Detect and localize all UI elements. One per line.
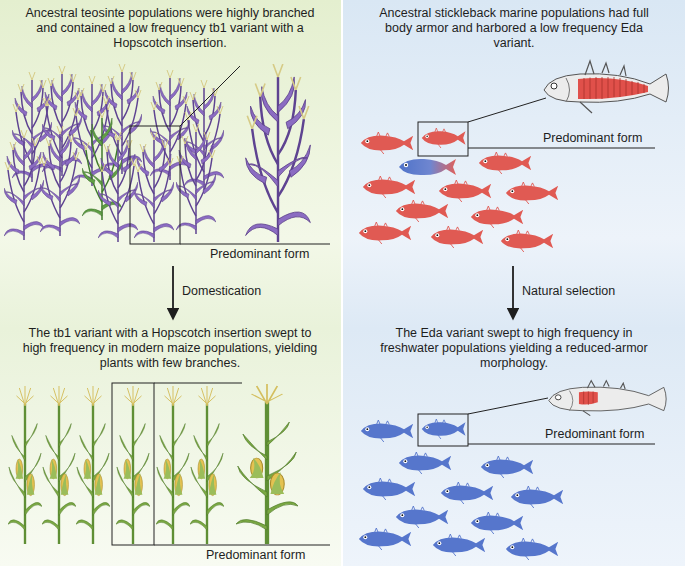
caption-text: The tb1 variant with a Hopscotch inserti… xyxy=(22,326,318,371)
maize-plant xyxy=(156,386,190,544)
teosinte-magnified xyxy=(246,64,311,242)
maize-magnified xyxy=(236,384,298,544)
fish xyxy=(441,482,493,504)
teosinte-plant xyxy=(98,132,138,242)
fish xyxy=(363,478,415,500)
zoom-box xyxy=(130,126,180,244)
fish xyxy=(396,200,448,222)
figure-label: Domestication xyxy=(182,284,261,299)
freshwater-fish xyxy=(359,419,563,560)
stickleback-full-armor xyxy=(544,61,669,113)
fish xyxy=(506,182,558,204)
fish xyxy=(439,180,491,202)
fish xyxy=(481,456,533,478)
process-arrow xyxy=(172,266,174,318)
fish xyxy=(471,512,523,534)
caption-text: The Eda variant swept to high frequency … xyxy=(365,326,663,371)
teosinte-plants xyxy=(4,64,224,242)
fish xyxy=(422,419,466,439)
fish xyxy=(399,452,451,474)
maize-plant xyxy=(190,386,224,544)
teosinte-plant xyxy=(134,132,174,242)
fish xyxy=(359,528,411,550)
caption-text: Ancestral teosinte populations were high… xyxy=(22,6,318,51)
maize-plants xyxy=(8,386,224,544)
zoom-box xyxy=(418,414,468,446)
fish xyxy=(363,176,415,198)
teosinte-plant xyxy=(4,130,44,240)
zoom-line xyxy=(468,98,655,148)
caption-text: Ancestral stickleback marine populations… xyxy=(373,6,655,51)
figure-label: Predominant form xyxy=(545,427,644,442)
teosinte-plant xyxy=(40,126,80,236)
fish xyxy=(361,132,413,154)
fish xyxy=(471,206,523,228)
maize-plant xyxy=(76,386,110,544)
fish xyxy=(479,152,531,174)
fish xyxy=(361,420,413,442)
teosinte-plant xyxy=(150,70,190,180)
figure-label: Predominant form xyxy=(210,247,309,262)
maize-plant xyxy=(42,386,76,544)
fish xyxy=(422,128,466,148)
figure-label: Predominant form xyxy=(206,548,305,563)
fish xyxy=(396,506,448,528)
process-arrow xyxy=(512,266,514,318)
variant-fish xyxy=(399,159,456,175)
figure-label: Predominant form xyxy=(543,131,642,146)
zoom-box xyxy=(112,383,154,545)
fish xyxy=(431,226,483,248)
maize-plant xyxy=(116,386,150,544)
zoom-box xyxy=(418,122,468,156)
stickleback-reduced-armor xyxy=(549,381,666,416)
fish xyxy=(359,222,411,244)
fish xyxy=(506,538,558,560)
fish xyxy=(433,534,485,556)
fish xyxy=(511,486,563,508)
figure-label: Natural selection xyxy=(522,284,615,299)
teosinte-plant xyxy=(176,124,216,234)
maize-plant xyxy=(8,386,42,544)
marine-fish xyxy=(359,128,558,252)
zoom-line xyxy=(154,383,330,545)
fish xyxy=(501,230,553,252)
